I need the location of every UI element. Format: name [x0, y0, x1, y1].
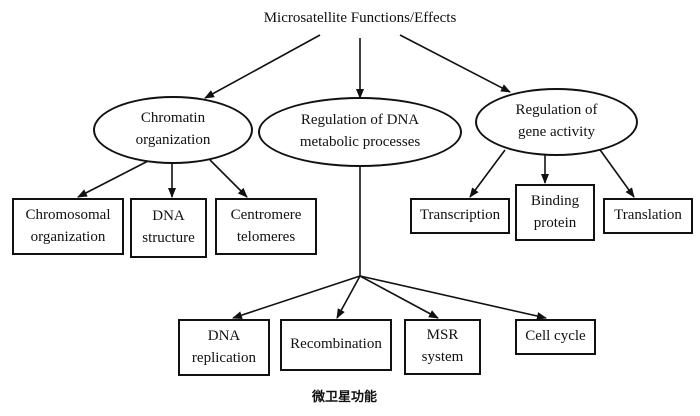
figure-caption: 微卫星功能: [312, 390, 378, 405]
node-chromatin-organization: Chromatin organization: [93, 96, 253, 164]
node-regulation-dna-metabolic: Regulation of DNA metabolic processes: [258, 97, 462, 167]
node-cell-cycle: Cell cycle: [515, 319, 596, 355]
diagram-root-label: Microsatellite Functions/Effects: [263, 10, 457, 26]
arrow-root-to-gene-activity: [399, 34, 511, 93]
node-dna-replication: DNA replication: [178, 319, 270, 376]
node-transcription: Transcription: [410, 198, 510, 234]
node-binding-protein: Binding protein: [515, 184, 595, 241]
arrow-dna-to-recombination: [336, 275, 361, 319]
node-regulation-gene-activity: Regulation of gene activity: [475, 88, 638, 156]
arrow-gene-to-translation: [597, 146, 635, 198]
arrow-dna-to-replication: [232, 275, 361, 319]
arrow-root-to-chromatin: [204, 34, 321, 99]
node-chromosomal-organization: Chromosomal organization: [12, 198, 124, 255]
node-translation: Translation: [603, 198, 693, 234]
node-centromere-telomeres: Centromere telomeres: [215, 198, 317, 255]
arrow-chromatin-to-centromere: [209, 159, 248, 198]
arrow-dna-to-cellcycle: [359, 275, 547, 320]
node-dna-structure: DNA structure: [130, 198, 207, 258]
arrow-dna-to-msr: [359, 275, 439, 319]
node-recombination: Recombination: [280, 319, 392, 371]
arrow-chromatin-to-chromosomal: [77, 159, 151, 198]
node-msr-system: MSR system: [404, 319, 481, 375]
arrow-gene-to-transcription: [469, 149, 506, 198]
